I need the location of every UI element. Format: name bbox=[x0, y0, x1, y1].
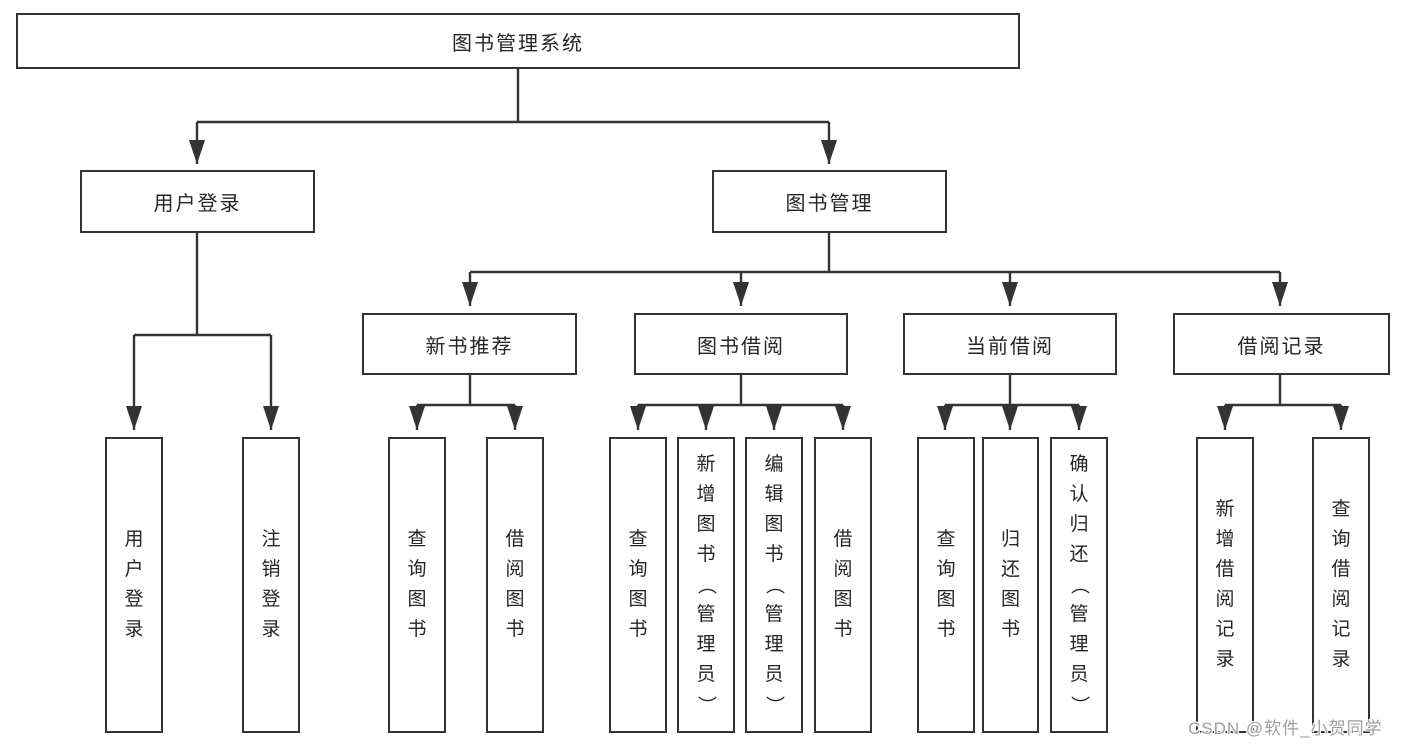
leaf-cb-confirm-return-admin-label: 确认归还（管理员） bbox=[1068, 454, 1090, 715]
leaf-cb-confirm-return-admin: 确认归还（管理员） bbox=[1050, 437, 1108, 733]
leaf-nb-borrow-books-label: 借阅图书 bbox=[505, 529, 525, 640]
node-book-borrow: 图书借阅 bbox=[634, 313, 848, 375]
leaf-bb-query-books-label: 查询图书 bbox=[628, 529, 648, 640]
leaf-bb-borrow-books: 借阅图书 bbox=[814, 437, 872, 733]
leaf-bb-borrow-books-label: 借阅图书 bbox=[833, 529, 853, 640]
leaf-br-query-record: 查询借阅记录 bbox=[1312, 437, 1370, 733]
node-library-system: 图书管理系统 bbox=[16, 13, 1020, 69]
leaf-nb-query-books: 查询图书 bbox=[388, 437, 446, 733]
leaf-bb-edit-book-admin-label: 编辑图书（管理员） bbox=[763, 454, 785, 715]
leaf-br-query-record-label: 查询借阅记录 bbox=[1331, 499, 1351, 670]
leaf-user-login: 用户登录 bbox=[105, 437, 163, 733]
leaf-bb-query-books: 查询图书 bbox=[609, 437, 667, 733]
csdn-watermark: CSDN @软件_小贺同学 bbox=[1188, 719, 1383, 738]
leaf-cb-return-book: 归还图书 bbox=[982, 437, 1039, 733]
leaf-nb-borrow-books: 借阅图书 bbox=[486, 437, 544, 733]
leaf-br-add-record-label: 新增借阅记录 bbox=[1215, 499, 1235, 670]
leaf-cb-query-books-label: 查询图书 bbox=[936, 529, 956, 640]
leaf-bb-edit-book-admin: 编辑图书（管理员） bbox=[745, 437, 803, 733]
node-user-login: 用户登录 bbox=[80, 170, 315, 233]
leaf-logout-login-label: 注销登录 bbox=[261, 529, 281, 640]
leaf-bb-add-book-admin: 新增图书（管理员） bbox=[677, 437, 735, 733]
leaf-bb-add-book-admin-label: 新增图书（管理员） bbox=[695, 454, 717, 715]
node-new-book-recommend: 新书推荐 bbox=[362, 313, 577, 375]
node-current-borrow: 当前借阅 bbox=[903, 313, 1117, 375]
leaf-cb-return-book-label: 归还图书 bbox=[1000, 529, 1020, 640]
node-borrow-records: 借阅记录 bbox=[1173, 313, 1390, 375]
leaf-cb-query-books: 查询图书 bbox=[917, 437, 975, 733]
node-book-management: 图书管理 bbox=[712, 170, 947, 233]
leaf-nb-query-books-label: 查询图书 bbox=[407, 529, 427, 640]
leaf-user-login-label: 用户登录 bbox=[124, 529, 144, 640]
leaf-logout-login: 注销登录 bbox=[242, 437, 300, 733]
leaf-br-add-record: 新增借阅记录 bbox=[1196, 437, 1254, 733]
